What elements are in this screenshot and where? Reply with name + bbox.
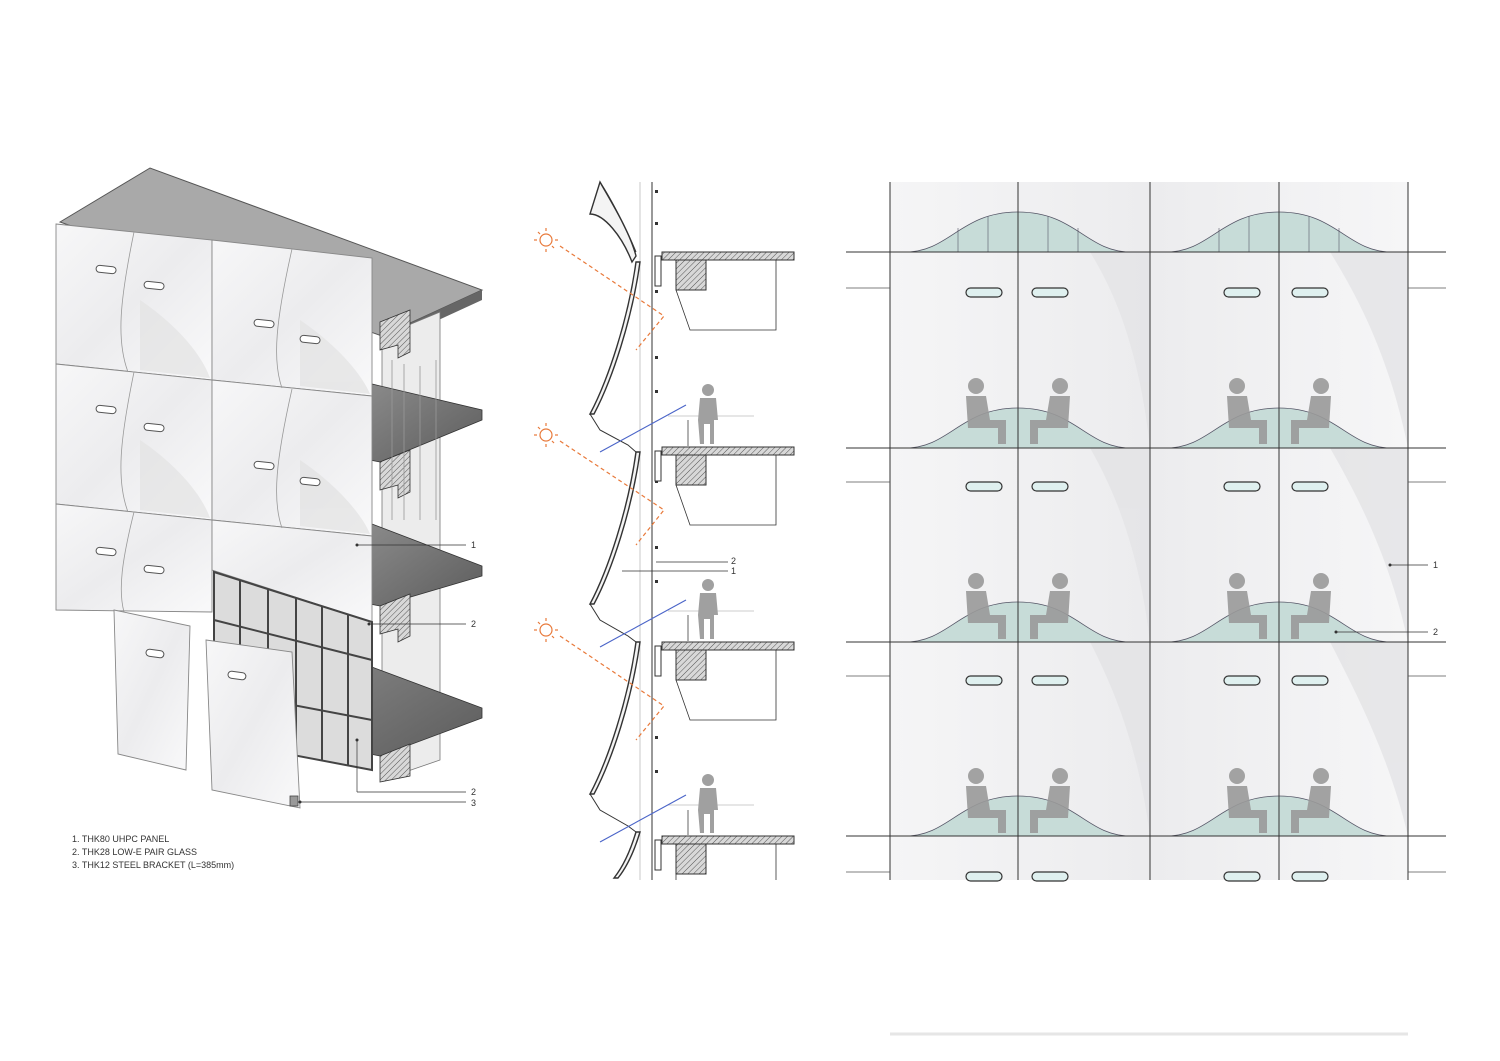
sun-icon (539, 233, 553, 637)
callout-label: 1 (1433, 560, 1439, 570)
callout-label: 1 (731, 566, 737, 576)
exploded-panel (113, 609, 301, 809)
person-silhouette-icon (698, 384, 718, 833)
callout-label: 1 (471, 540, 477, 550)
axonometric-view (55, 167, 484, 809)
callout-label: 2 (1433, 627, 1439, 637)
legend-item: 1. THK80 UHPC PANEL (72, 834, 170, 844)
facade-elevation (846, 182, 1446, 882)
section-slab (661, 251, 795, 875)
legend-item: 2. THK28 LOW-E PAIR GLASS (72, 847, 198, 857)
callout-label: 3 (471, 798, 477, 808)
material-legend: 1. THK80 UHPC PANEL 2. THK28 LOW-E PAIR … (72, 833, 234, 872)
sun-ray (559, 245, 665, 741)
wall-section (534, 180, 795, 880)
view-line (599, 404, 687, 843)
callout-label: 2 (471, 787, 477, 797)
person-silhouette-icon (966, 378, 1331, 833)
uhpc-panel-grid (55, 223, 373, 623)
callout-label: 2 (731, 556, 737, 566)
legend-item: 3. THK12 STEEL BRACKET (L=385mm) (72, 860, 235, 870)
callout-label: 2 (471, 619, 477, 629)
window-slot-icon (965, 287, 1329, 882)
elevation-grid (846, 182, 1446, 880)
panel-profile (588, 180, 641, 879)
window-slot-icon (95, 264, 321, 575)
